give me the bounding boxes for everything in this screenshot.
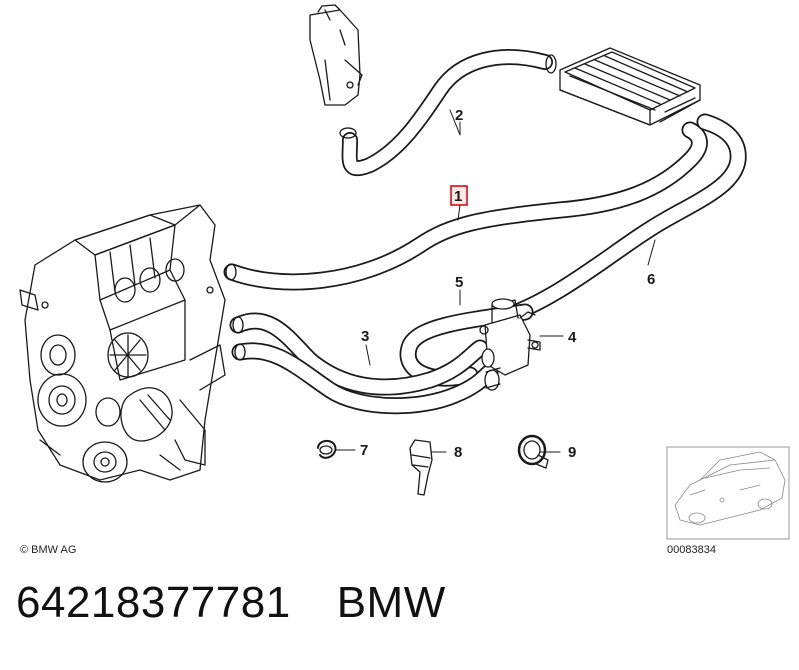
clamp-9 <box>517 434 549 469</box>
leader-lines <box>334 109 656 453</box>
hose-1 <box>223 121 708 291</box>
callout-3-label[interactable]: 3 <box>361 328 369 345</box>
holder-8 <box>409 439 433 496</box>
clamp-7 <box>317 440 337 459</box>
callout-2-label[interactable]: 2 <box>455 107 463 124</box>
hose-3 <box>229 312 499 415</box>
callout-7-label[interactable]: 7 <box>360 442 368 459</box>
brand-name: BMW <box>336 578 446 627</box>
callout-4-label[interactable]: 4 <box>568 329 577 346</box>
image-code: 00083834 <box>667 544 716 556</box>
callout-8-label[interactable]: 8 <box>454 444 462 461</box>
part-caption: 64218377781 BMW <box>16 578 446 628</box>
callout-1-label[interactable]: 1 <box>454 188 462 205</box>
callout-5-label[interactable]: 5 <box>455 274 463 291</box>
callout-9-label[interactable]: 9 <box>568 444 576 461</box>
callout-6-label[interactable]: 6 <box>647 271 655 288</box>
hose-2 <box>339 49 557 177</box>
hose-6 <box>491 113 747 327</box>
copyright-text: © BMW AG <box>20 544 76 556</box>
part-number: 64218377781 <box>16 578 291 627</box>
engine-illustration <box>19 204 226 483</box>
expansion-tank <box>309 4 363 106</box>
car-thumbnail <box>666 446 790 540</box>
callout-1-highlight <box>450 185 468 206</box>
parts-diagram: 1 2 3 4 5 6 7 8 9 © BMW AG 00083834 <box>19 4 790 556</box>
control-valve <box>479 298 541 391</box>
heater-core <box>559 47 701 126</box>
